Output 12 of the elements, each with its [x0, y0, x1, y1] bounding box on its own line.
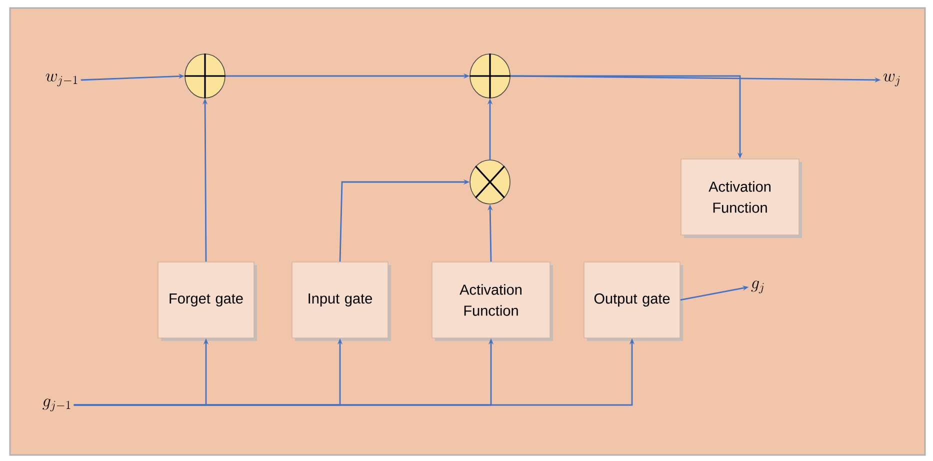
product-circle	[470, 160, 510, 204]
process-box: Forget gate	[158, 262, 257, 341]
process-box: Input gate	[292, 262, 391, 341]
sum-circle	[470, 54, 510, 98]
process-box: Output gate	[584, 262, 683, 341]
signal-label: $w_{j-1}$	[46, 74, 78, 86]
signal-label: $g_{j-1}$	[42, 398, 70, 412]
process-box: Activation Function	[432, 262, 553, 341]
signal-label: $g_j$	[751, 280, 764, 294]
sum-circle	[184, 54, 226, 98]
process-box: Activation Function	[680, 158, 802, 238]
signal-label: $w_j$	[883, 74, 900, 86]
